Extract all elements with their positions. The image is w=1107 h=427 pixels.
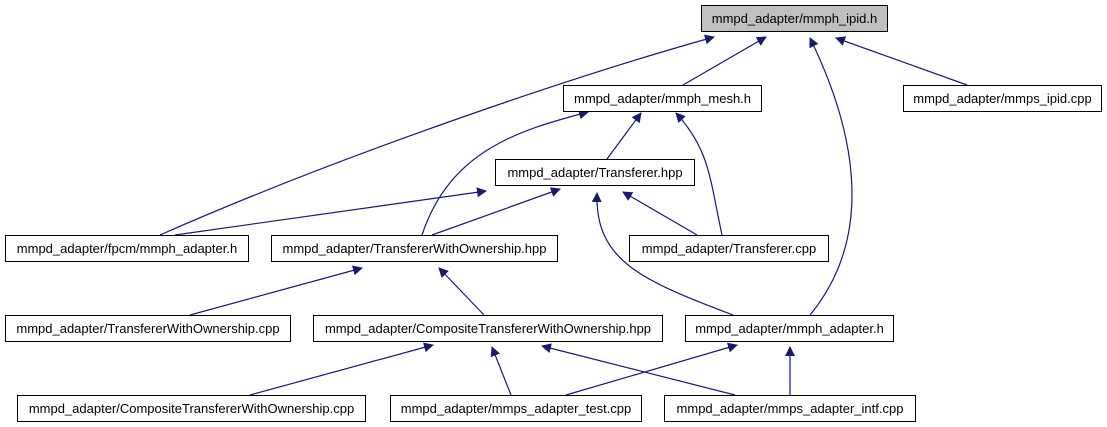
edge-two-hpp-to-transferer-hpp xyxy=(431,187,561,236)
edge-fpcm-to-ipid xyxy=(159,34,715,236)
node-transferer-cpp[interactable]: mmpd_adapter/Transferer.cpp xyxy=(629,235,829,262)
node-fpcm-mmph-adapter-h[interactable]: mmpd_adapter/fpcm/mmph_adapter.h xyxy=(5,235,249,262)
node-label: mmpd_adapter/mmps_adapter_intf.cpp xyxy=(676,401,904,416)
node-mmph-adapter-h[interactable]: mmpd_adapter/mmph_adapter.h xyxy=(685,315,894,342)
node-label: mmpd_adapter/mmps_ipid.cpp xyxy=(913,91,1092,106)
node-transferer-hpp[interactable]: mmpd_adapter/Transferer.hpp xyxy=(495,159,695,186)
node-label: mmpd_adapter/Transferer.hpp xyxy=(507,165,683,180)
edge-two-cpp-to-two-hpp xyxy=(189,265,363,316)
edge-transferer-cpp-to-mesh xyxy=(675,112,723,236)
node-label: mmpd_adapter/mmps_adapter_test.cpp xyxy=(400,401,632,416)
node-label: mmpd_adapter/mmph_ipid.h xyxy=(711,11,878,26)
edge-fpcm-to-transferer-hpp xyxy=(174,187,487,236)
node-label: mmpd_adapter/CompositeTransfererWithOwne… xyxy=(324,321,652,336)
node-label: mmpd_adapter/TransfererWithOwnership.hpp xyxy=(282,241,547,256)
edge-test-to-mmph-adapter xyxy=(565,342,738,396)
edge-ctwo-cpp-to-ctwo-hpp xyxy=(249,342,434,396)
edge-two-hpp-to-mesh xyxy=(421,109,589,236)
edge-ctwo-hpp-to-two-hpp xyxy=(438,267,485,316)
node-label: mmpd_adapter/Transferer.cpp xyxy=(641,241,817,256)
edge-transferer-cpp-to-transferer-hpp xyxy=(622,191,698,236)
node-label: mmpd_adapter/TransfererWithOwnership.cpp xyxy=(16,321,280,336)
node-mmps-ipid-cpp[interactable]: mmpd_adapter/mmps_ipid.cpp xyxy=(903,85,1102,112)
edge-mesh-to-ipid xyxy=(682,36,767,86)
node-transferer-with-ownership-cpp[interactable]: mmpd_adapter/TransfererWithOwnership.cpp xyxy=(5,315,291,342)
node-composite-transferer-with-ownership-cpp[interactable]: mmpd_adapter/CompositeTransfererWithOwne… xyxy=(17,395,366,422)
edge-test-to-ctwo-hpp xyxy=(490,346,512,396)
edge-mmph-adapter-to-transferer-hpp xyxy=(591,192,734,316)
node-label: mmpd_adapter/CompositeTransfererWithOwne… xyxy=(28,401,355,416)
node-mmps-adapter-intf-cpp[interactable]: mmpd_adapter/mmps_adapter_intf.cpp xyxy=(664,395,916,422)
edge-intf-to-ctwo-hpp xyxy=(541,343,736,396)
node-composite-transferer-with-ownership-hpp[interactable]: mmpd_adapter/CompositeTransfererWithOwne… xyxy=(313,315,663,342)
edge-mmph-adapter-to-ipid xyxy=(809,37,853,316)
node-label: mmpd_adapter/mmph_adapter.h xyxy=(695,321,884,336)
node-label: mmpd_adapter/mmph_mesh.h xyxy=(573,91,752,106)
node-mmph-ipid-h: mmpd_adapter/mmph_ipid.h xyxy=(701,5,888,32)
node-transferer-with-ownership-hpp[interactable]: mmpd_adapter/TransfererWithOwnership.hpp xyxy=(271,235,558,262)
node-mmph-mesh-h[interactable]: mmpd_adapter/mmph_mesh.h xyxy=(563,85,762,112)
edge-mmps-ipid-to-ipid xyxy=(835,36,968,86)
node-mmps-adapter-test-cpp[interactable]: mmpd_adapter/mmps_adapter_test.cpp xyxy=(390,395,642,422)
edge-transferer-hpp-to-mesh xyxy=(606,112,642,160)
node-label: mmpd_adapter/fpcm/mmph_adapter.h xyxy=(16,241,238,256)
